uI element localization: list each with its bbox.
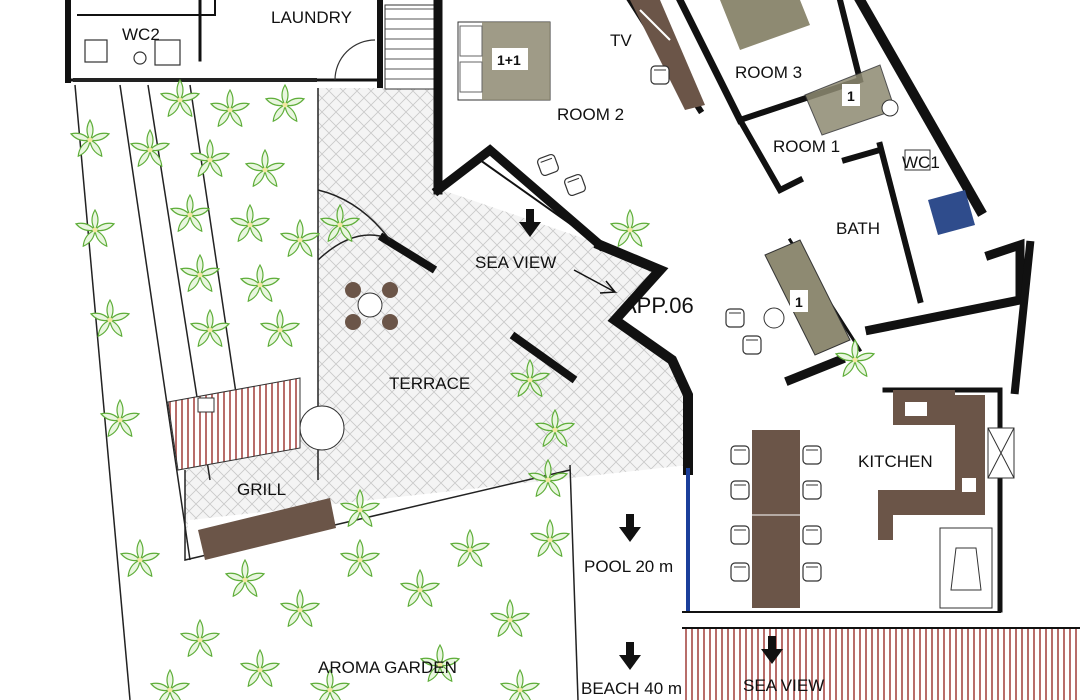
- dining-table: [730, 430, 822, 608]
- room3-bed: [720, 0, 810, 50]
- down-arrow-icon: [619, 514, 641, 542]
- down-arrow-icon: [619, 642, 641, 670]
- terrace-wall-stubs: [377, 232, 578, 384]
- living-chairs: [725, 307, 785, 355]
- bed-tag-sofa: 1: [790, 290, 808, 312]
- room2-chairs: [535, 152, 588, 198]
- sea-view-pointer: [573, 269, 618, 294]
- laundry-fixtures: [84, 39, 376, 81]
- label-tv: TV: [610, 31, 632, 50]
- label-grill: GRILL: [237, 480, 286, 499]
- label-kitchen: KITCHEN: [858, 452, 933, 471]
- walls: [65, 0, 1080, 629]
- label-bath: BATH: [836, 219, 880, 238]
- label-pool: POOL 20 m: [584, 557, 673, 576]
- terrace-table: [345, 282, 398, 330]
- bed-count-room2: 1+1: [497, 52, 521, 68]
- label-sea-view-bottom: SEA VIEW: [743, 676, 824, 695]
- tv-cabinet: [630, 0, 705, 110]
- label-laundry: LAUNDRY: [271, 8, 352, 27]
- room2-armchair: [650, 65, 670, 85]
- label-beach: BEACH 40 m: [581, 679, 682, 698]
- label-terrace: TERRACE: [389, 374, 470, 393]
- bath-fixtures: [904, 149, 975, 235]
- grill-bench: [198, 498, 336, 560]
- stairs: [384, 4, 441, 90]
- label-room2: ROOM 2: [557, 105, 624, 124]
- label-room1: ROOM 1: [773, 137, 840, 156]
- bed-tag-room1: 1: [842, 84, 860, 106]
- terrace-floor-main: [185, 88, 688, 520]
- sea-view-deck: [683, 628, 1080, 700]
- bed-count-sofa: 1: [795, 294, 803, 310]
- kitchen-counter: [878, 390, 1015, 609]
- label-app: APP.06: [622, 293, 694, 318]
- label-sea-view-top: SEA VIEW: [475, 253, 556, 272]
- label-aroma-garden: AROMA GARDEN: [318, 658, 457, 677]
- bed-tag-room2: 1+1: [492, 48, 528, 70]
- grill-deck: [167, 377, 345, 471]
- bed-count-room1: 1: [847, 88, 855, 104]
- label-wc2: WC2: [122, 25, 160, 44]
- label-room3: ROOM 3: [735, 63, 802, 82]
- label-wc1: WC1: [902, 153, 940, 172]
